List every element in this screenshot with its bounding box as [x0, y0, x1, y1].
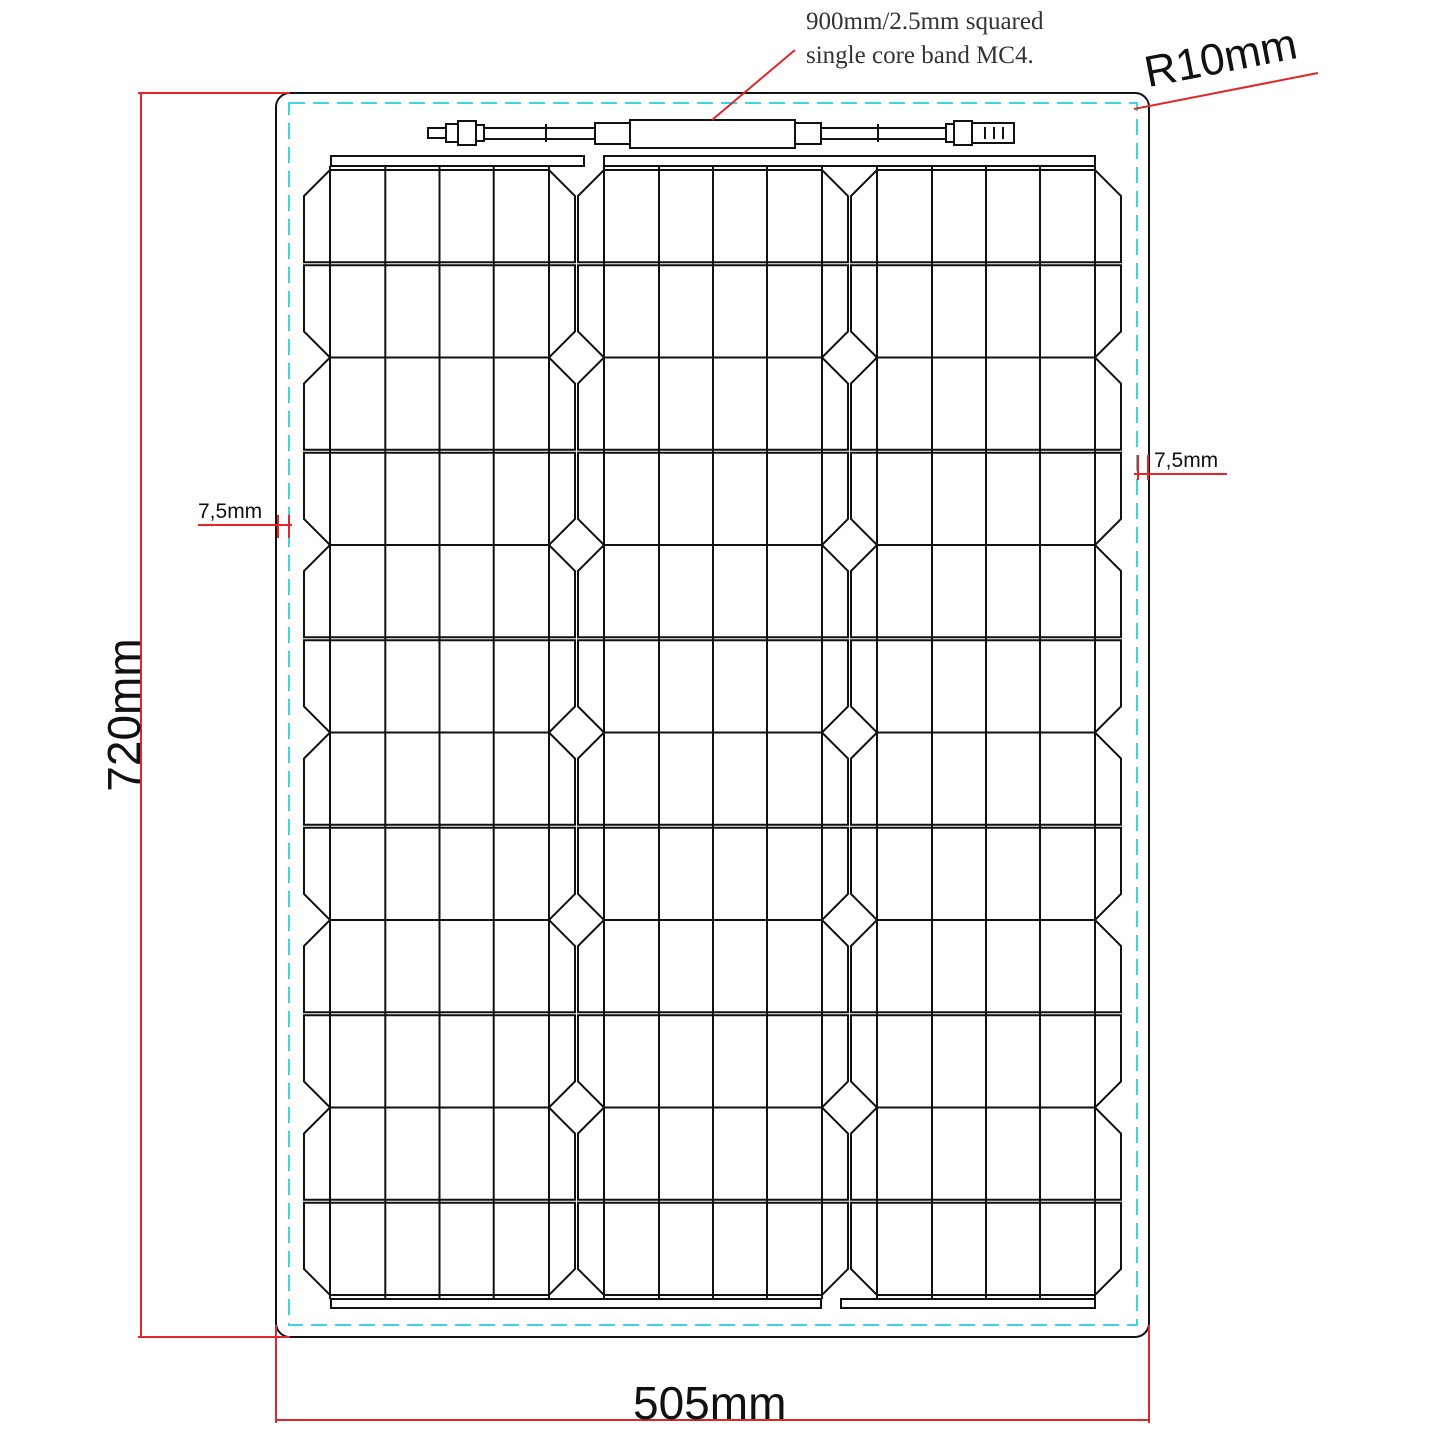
cable-note-line2: single core band MC4. — [806, 42, 1034, 69]
junction-body — [629, 119, 796, 149]
cable-wire-right — [820, 127, 947, 140]
margin-right-label: 7,5mm — [1154, 449, 1219, 472]
cable-assembly — [427, 119, 1015, 149]
dimensions — [138, 49, 1319, 1423]
mc4-female-connector — [945, 120, 1015, 146]
bus-bar-top-right — [603, 155, 1096, 167]
junction-sleeve-left — [594, 122, 631, 145]
bus-bar-bottom-right — [840, 1298, 1096, 1309]
safe-area-dashed — [288, 102, 1138, 1326]
cable-leader-line — [711, 49, 796, 121]
panel-outline — [275, 92, 1150, 1338]
width-label: 505mm — [633, 1377, 787, 1429]
bus-bars — [330, 155, 1096, 1309]
height-label: 720mm — [98, 638, 150, 792]
cable-wire-left — [483, 127, 596, 140]
bus-bar-bottom-left — [330, 1298, 822, 1309]
cable-note-line1: 900mm/2.5mm squared — [806, 8, 1044, 35]
bus-bar-top-left — [330, 155, 585, 167]
cell-grid — [303, 166, 1122, 1299]
mc4-male-connector — [427, 120, 485, 146]
radius-leader-line — [1133, 72, 1319, 110]
margin-left-label: 7,5mm — [198, 500, 263, 523]
junction-sleeve-right — [794, 122, 822, 145]
